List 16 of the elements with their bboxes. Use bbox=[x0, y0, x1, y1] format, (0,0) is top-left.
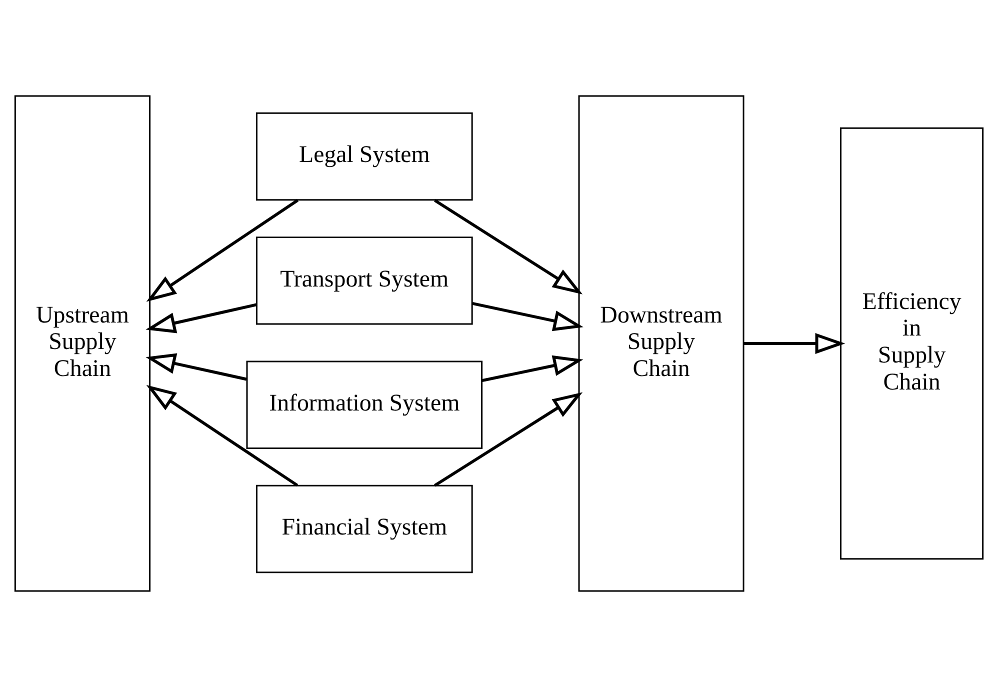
node-box: Efficiency in Supply Chain bbox=[840, 127, 984, 560]
arrow bbox=[145, 303, 256, 334]
node-box: Information System bbox=[246, 360, 482, 449]
node-box: Financial System bbox=[255, 484, 472, 574]
node-box: Legal System bbox=[255, 112, 472, 201]
arrow bbox=[146, 384, 298, 487]
arrow bbox=[434, 392, 582, 487]
node-box: Transport System bbox=[255, 236, 472, 325]
arrow bbox=[481, 355, 583, 382]
node-box: Upstream Supply Chain bbox=[14, 95, 150, 592]
node-box: Downstream Supply Chain bbox=[578, 95, 744, 592]
arrow bbox=[146, 198, 298, 302]
arrow bbox=[145, 353, 246, 381]
arrow bbox=[743, 333, 845, 354]
arrow bbox=[472, 302, 583, 332]
arrow bbox=[434, 199, 582, 294]
